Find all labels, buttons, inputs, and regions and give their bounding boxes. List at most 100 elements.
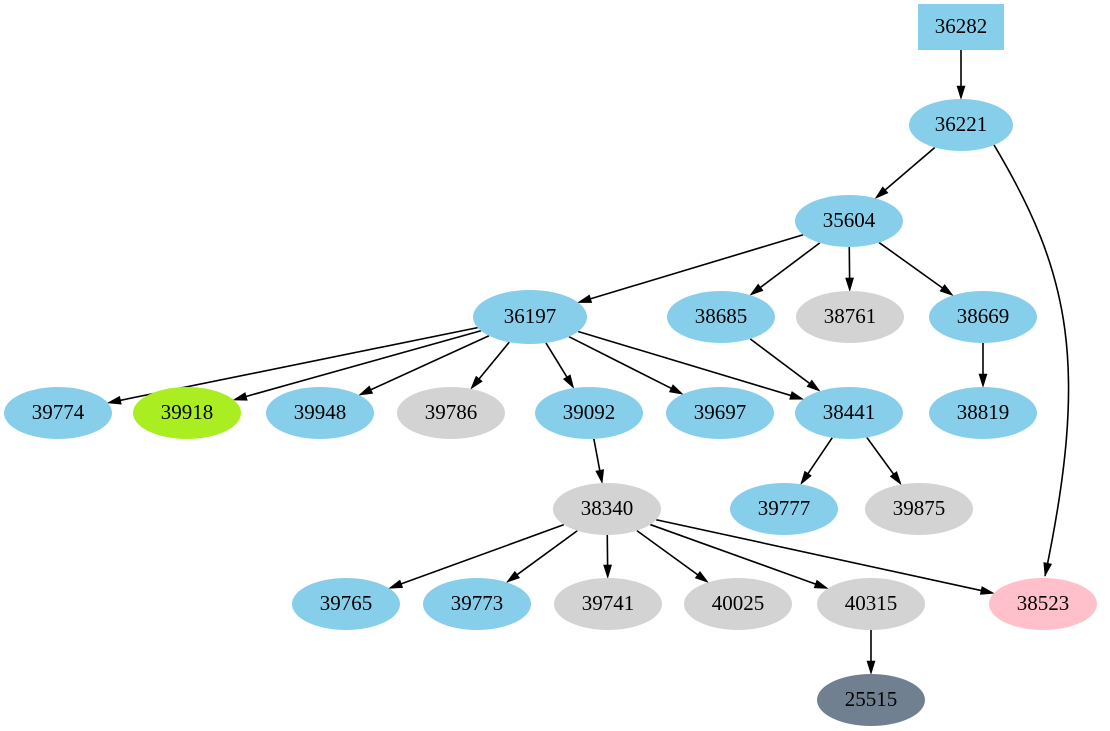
edge-36197-to-39918	[232, 329, 482, 401]
graph-node-39697[interactable]: 39697	[666, 387, 774, 439]
edge-36197-to-39697	[568, 335, 684, 395]
node-ellipse[interactable]	[865, 483, 973, 535]
graph-node-39777[interactable]: 39777	[730, 483, 838, 535]
graph-node-40025[interactable]: 40025	[684, 578, 792, 630]
node-ellipse[interactable]	[554, 578, 662, 630]
edge-line	[244, 329, 482, 398]
node-ellipse[interactable]	[817, 578, 925, 630]
graph-node-35604[interactable]: 35604	[795, 195, 903, 247]
arrow-head-icon	[845, 277, 854, 293]
graph-node-39092[interactable]: 39092	[535, 387, 643, 439]
node-ellipse[interactable]	[795, 387, 903, 439]
arrow-head-icon	[813, 579, 829, 589]
node-ellipse[interactable]	[929, 291, 1037, 343]
arrow-head-icon	[806, 379, 821, 392]
node-ellipse[interactable]	[133, 387, 241, 439]
graph-node-39875[interactable]: 39875	[865, 483, 973, 535]
edge-line	[577, 330, 793, 397]
edge-35604-to-38761	[845, 246, 854, 293]
edge-36197-to-39092	[545, 342, 575, 389]
graph-node-39948[interactable]: 39948	[266, 387, 374, 439]
graph-node-39765[interactable]: 39765	[292, 578, 400, 630]
node-rect[interactable]	[918, 4, 1004, 50]
edge-38669-to-38819	[978, 343, 988, 389]
edge-line	[878, 241, 945, 290]
edge-38685-to-38441	[749, 338, 821, 392]
arrow-head-icon	[939, 284, 954, 297]
edge-line	[399, 523, 565, 586]
graph-node-38441[interactable]: 38441	[795, 387, 903, 439]
node-ellipse[interactable]	[929, 387, 1037, 439]
edge-38340-to-40025	[636, 530, 709, 583]
graph-node-38761[interactable]: 38761	[796, 291, 904, 343]
node-ellipse[interactable]	[667, 291, 775, 343]
arrow-head-icon	[470, 375, 483, 390]
edge-line	[992, 143, 1070, 577]
edge-35604-to-38685	[749, 242, 821, 296]
node-ellipse[interactable]	[817, 674, 925, 726]
edge-38441-to-39777	[800, 437, 833, 486]
graph-node-38340[interactable]: 38340	[553, 483, 661, 535]
node-ellipse[interactable]	[266, 387, 374, 439]
node-ellipse[interactable]	[473, 290, 587, 344]
edge-36221-to-35604	[874, 146, 936, 199]
edges-layer	[106, 50, 1070, 676]
arrow-head-icon	[800, 470, 812, 486]
node-ellipse[interactable]	[553, 483, 661, 535]
edge-38340-to-39773	[505, 530, 578, 583]
node-ellipse[interactable]	[730, 483, 838, 535]
arrow-head-icon	[956, 85, 966, 101]
graph-node-38819[interactable]: 38819	[929, 387, 1037, 439]
edge-line	[368, 335, 490, 392]
node-ellipse[interactable]	[423, 578, 531, 630]
edge-36282-to-36221	[956, 50, 966, 101]
arrow-head-icon	[749, 283, 764, 296]
edge-line	[588, 234, 804, 301]
graph-node-39774[interactable]: 39774	[4, 387, 112, 439]
arrow-head-icon	[562, 374, 575, 389]
graph-node-39773[interactable]: 39773	[423, 578, 531, 630]
edge-38340-to-38523	[656, 518, 995, 595]
graph-node-36282[interactable]: 36282	[918, 4, 1004, 50]
node-ellipse[interactable]	[989, 578, 1097, 630]
graph-node-39786[interactable]: 39786	[397, 387, 505, 439]
graph-node-25515[interactable]: 25515	[817, 674, 925, 726]
edge-line	[806, 437, 833, 476]
node-ellipse[interactable]	[684, 578, 792, 630]
graph-node-39741[interactable]: 39741	[554, 578, 662, 630]
node-ellipse[interactable]	[292, 578, 400, 630]
node-ellipse[interactable]	[796, 291, 904, 343]
graph-node-38669[interactable]: 38669	[929, 291, 1037, 343]
arrow-head-icon	[874, 186, 889, 199]
edge-39092-to-38340	[593, 438, 605, 485]
graph-node-40315[interactable]: 40315	[817, 578, 925, 630]
edge-line	[758, 242, 821, 290]
arrow-head-icon	[866, 660, 876, 676]
edge-35604-to-36197	[577, 234, 804, 303]
arrow-head-icon	[577, 294, 593, 303]
graph-node-38523[interactable]: 38523	[989, 578, 1097, 630]
edge-line	[477, 341, 510, 381]
edge-line	[568, 335, 674, 390]
graph-node-38685[interactable]: 38685	[667, 291, 775, 343]
edge-line	[883, 146, 936, 192]
node-ellipse[interactable]	[4, 387, 112, 439]
node-ellipse[interactable]	[397, 387, 505, 439]
node-ellipse[interactable]	[909, 99, 1013, 151]
node-ellipse[interactable]	[795, 195, 903, 247]
graph-node-36221[interactable]: 36221	[909, 99, 1013, 151]
arrow-head-icon	[232, 392, 248, 401]
node-ellipse[interactable]	[666, 387, 774, 439]
arrow-head-icon	[106, 395, 122, 405]
graph-node-36197[interactable]: 36197	[473, 290, 587, 344]
arrow-head-icon	[694, 570, 709, 583]
edge-line	[656, 518, 984, 592]
edge-35604-to-38669	[878, 241, 954, 297]
edge-38340-to-40315	[649, 523, 829, 589]
edge-line	[649, 523, 818, 586]
node-ellipse[interactable]	[535, 387, 643, 439]
graph-node-39918[interactable]: 39918	[133, 387, 241, 439]
